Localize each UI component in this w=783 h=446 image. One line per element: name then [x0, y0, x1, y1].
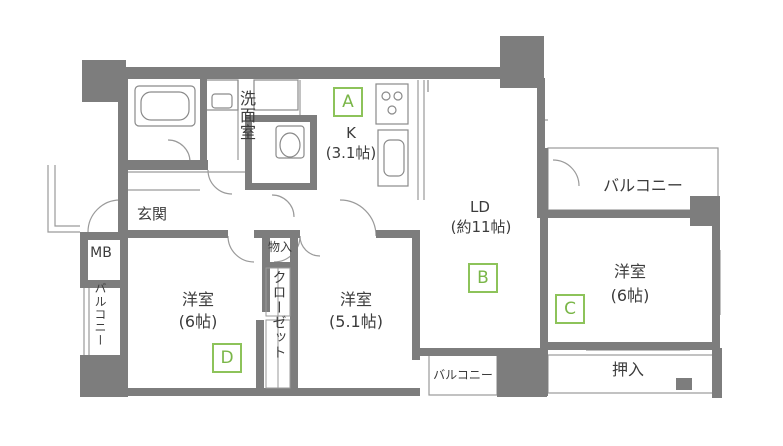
mb-label: MB	[90, 245, 112, 261]
balcony-left-label: バルコニー	[93, 282, 107, 347]
marker-c: C	[555, 294, 585, 324]
closet-label: クローゼット	[270, 270, 287, 360]
storage-small-label: 物入	[267, 240, 292, 254]
western-mid-size: (5.1帖)	[329, 312, 383, 331]
kitchen-size: (3.1帖)	[325, 144, 377, 162]
western-d-name: 洋室	[181, 290, 214, 309]
western-c-size: (6帖)	[610, 286, 650, 305]
balcony-bottom-label: バルコニー	[433, 368, 493, 382]
western-d-size: (6帖)	[178, 312, 218, 331]
washroom-label: 洗面室	[237, 90, 256, 141]
kitchen-name: K	[346, 124, 356, 142]
western-c-name: 洋室	[613, 262, 646, 281]
ld-name: LD	[470, 198, 490, 216]
western-mid-name: 洋室	[339, 290, 372, 309]
balcony-right-label: バルコニー	[603, 176, 683, 195]
marker-b: B	[468, 263, 498, 293]
entrance-label: 玄関	[136, 205, 167, 223]
marker-a: A	[333, 87, 363, 117]
oshiire-label: 押入	[611, 360, 644, 379]
marker-d: D	[212, 343, 242, 373]
ld-size: (約11帖)	[450, 218, 512, 236]
